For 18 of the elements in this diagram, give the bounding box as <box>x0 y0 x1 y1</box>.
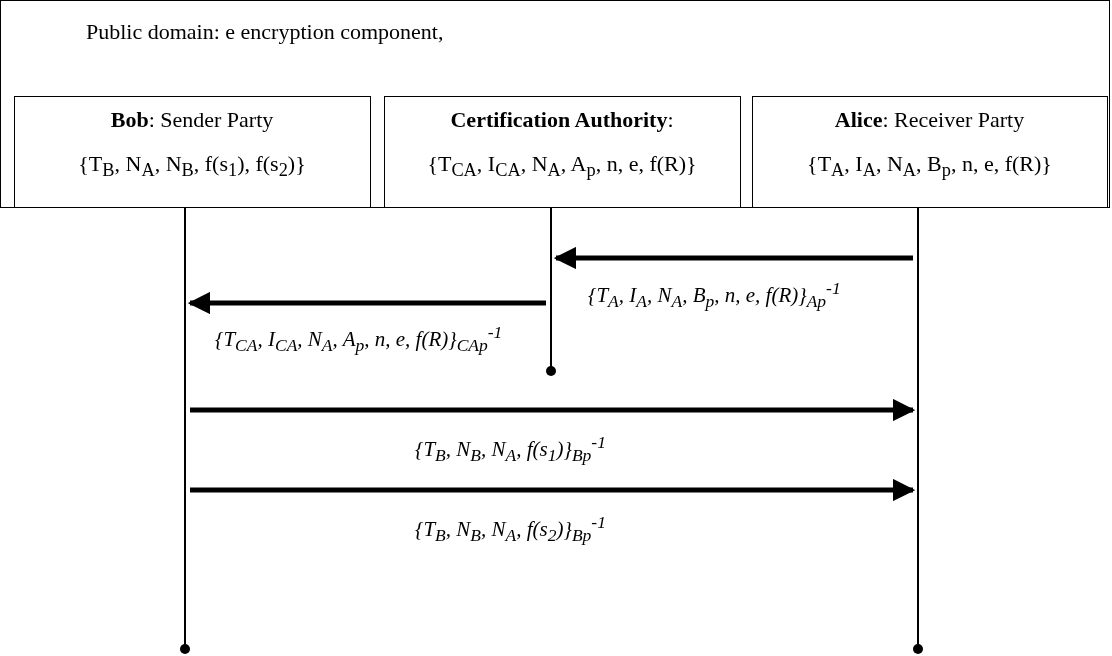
lifeline <box>546 208 556 376</box>
heading-text: Alice: Receiver Party <box>833 106 1026 133</box>
party-box <box>383 95 741 208</box>
heading-text: Public domain: e encryption component, <box>86 19 444 45</box>
variable-set: {T$_{B}$, N$_{A}$, N$_{B}$, f(s$_{1}$), f(s$_{2}$)} <box>77 150 307 181</box>
party-box <box>13 95 371 208</box>
message-arrow <box>187 291 546 315</box>
message-arrow <box>190 478 916 502</box>
lifeline <box>180 208 190 654</box>
variable-set: {T$_{CA}$, I$_{CA}$, N$_{A}$, A$_{p}$, n, e, f(R)} <box>426 150 698 181</box>
party-box <box>751 95 1108 208</box>
message-arrow <box>190 398 916 422</box>
lifeline <box>913 208 923 654</box>
heading-text: Bob: Sender Party <box>109 106 275 133</box>
heading-text: Certification Authority: <box>449 106 675 133</box>
variable-set: {T$_{A}$, I$_{A}$, N$_{A}$, B$_{p}$, n, e, f(R)} <box>806 150 1053 181</box>
message-arrow <box>553 246 913 270</box>
domain-panel <box>0 0 1110 208</box>
